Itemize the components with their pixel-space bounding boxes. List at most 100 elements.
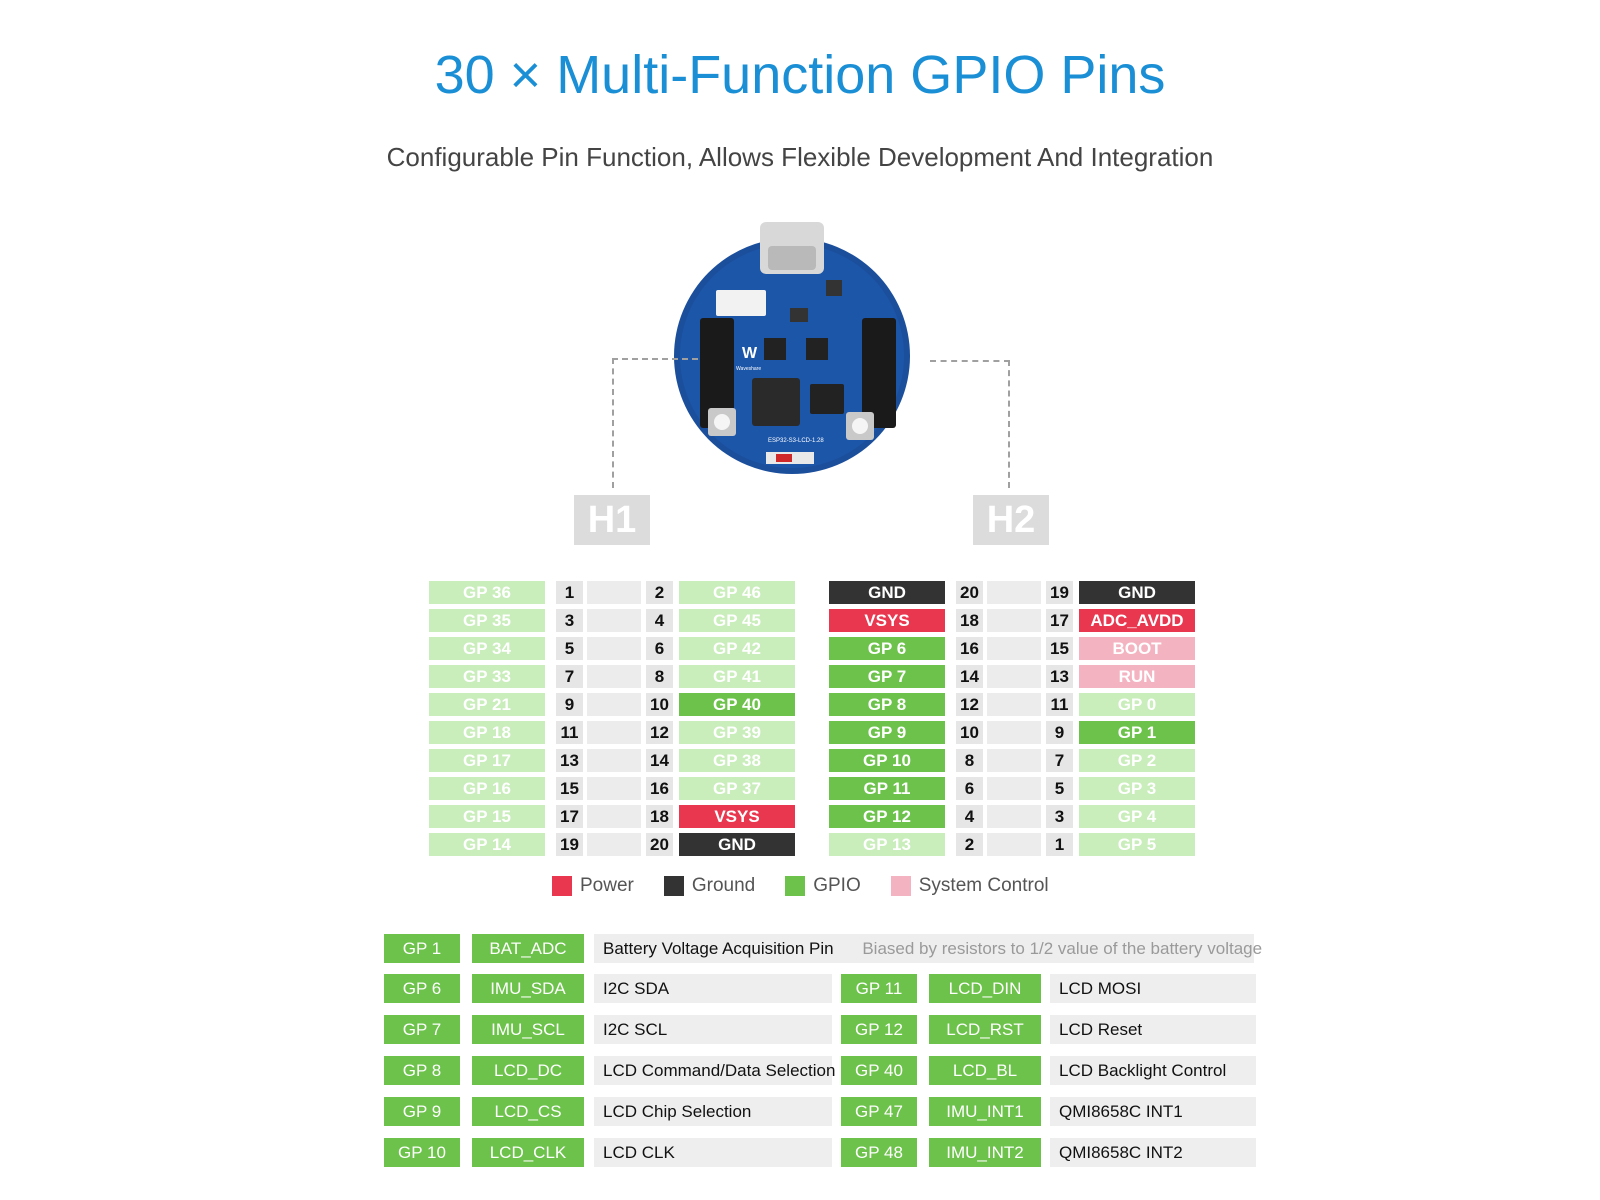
board-image: W Waveshare ESP32-S3-LCD-1.28 (674, 222, 910, 474)
h1-pin-number-right: 8 (646, 665, 673, 688)
h1-pin-number-left: 15 (556, 777, 583, 800)
h1-header-slot (587, 721, 641, 744)
h1-header-slot (587, 637, 641, 660)
h1-header-slot (587, 693, 641, 716)
h2-pin-number-right: 11 (1046, 693, 1073, 716)
h2-header-slot (987, 609, 1041, 632)
func-description: LCD Reset (1050, 1015, 1256, 1044)
h2-pin-label-right: GND (1079, 581, 1195, 604)
h1-pin-number-left: 11 (556, 721, 583, 744)
h1-pin-label-right: GP 46 (679, 581, 795, 604)
h1-pin-label-left: GP 33 (429, 665, 545, 688)
h2-pin-number-right: 3 (1046, 805, 1073, 828)
legend-label-ground: Ground (691, 875, 756, 896)
legend-swatch-system-control (890, 876, 911, 896)
func-description: Battery Voltage Acquisition Pin Biased b… (594, 934, 1262, 963)
h2-pin-number-left: 8 (956, 749, 983, 772)
h2-pin-label-right: BOOT (1079, 637, 1195, 660)
h2-header-slot (987, 777, 1041, 800)
h1-pin-number-left: 5 (556, 637, 583, 660)
h1-pin-number-left: 3 (556, 609, 583, 632)
svg-text:W: W (742, 345, 758, 362)
page-title: 30 × Multi-Function GPIO Pins (434, 45, 1166, 105)
func-signal: IMU_SDA (472, 974, 584, 1003)
h1-pin-label-right: GP 41 (679, 665, 795, 688)
h2-header-slot (987, 749, 1041, 772)
func-gp: GP 1 (384, 934, 460, 963)
h1-pin-number-right: 4 (646, 609, 673, 632)
h1-pin-label-right: GND (679, 833, 795, 856)
h1-pin-label-left: GP 17 (429, 749, 545, 772)
func-signal: LCD_BL (929, 1056, 1041, 1085)
h2-header-slot (987, 805, 1041, 828)
h2-header-slot (987, 637, 1041, 660)
func-description: LCD Backlight Control (1050, 1056, 1256, 1085)
h1-pin-number-left: 7 (556, 665, 583, 688)
h1-header-slot (587, 833, 641, 856)
h2-pin-label-left: GP 6 (829, 637, 945, 660)
func-gp: GP 12 (841, 1015, 917, 1044)
h1-pin-number-right: 2 (646, 581, 673, 604)
h2-pin-number-left: 2 (956, 833, 983, 856)
func-gp: GP 7 (384, 1015, 460, 1044)
h1-header-slot (587, 749, 641, 772)
h1-pin-number-left: 1 (556, 581, 583, 604)
h1-pin-number-right: 20 (646, 833, 673, 856)
legend: Power Ground GPIO System Control (552, 873, 1049, 899)
h1-leader (612, 358, 698, 488)
h2-pin-label-left: GP 7 (829, 665, 945, 688)
h2-pin-number-right: 5 (1046, 777, 1073, 800)
func-description: LCD Chip Selection (594, 1097, 832, 1126)
h2-pin-number-left: 20 (956, 581, 983, 604)
h2-pin-label-left: GP 13 (829, 833, 945, 856)
h2-header-slot (987, 833, 1041, 856)
svg-text:ESP32-S3-LCD-1.28: ESP32-S3-LCD-1.28 (768, 438, 824, 444)
legend-swatch-power (552, 876, 572, 896)
func-gp: GP 9 (384, 1097, 460, 1126)
h1-label: H1 (574, 495, 650, 545)
h2-pin-label-right: GP 1 (1079, 721, 1195, 744)
h2-pin-label-left: VSYS (829, 609, 945, 632)
h1-header-slot (587, 805, 641, 828)
func-gp: GP 47 (841, 1097, 917, 1126)
h2-pin-label-right: GP 4 (1079, 805, 1195, 828)
h2-pin-label-right: GP 5 (1079, 833, 1195, 856)
legend-label-power: Power (580, 875, 634, 896)
h1-pin-label-left: GP 15 (429, 805, 545, 828)
page-subtitle: Configurable Pin Function, Allows Flexib… (386, 142, 1214, 172)
h1-pin-number-right: 6 (646, 637, 673, 660)
h2-pin-number-right: 13 (1046, 665, 1073, 688)
header-h1 (700, 318, 734, 428)
h2-pin-number-left: 10 (956, 721, 983, 744)
h2-pin-label-left: GP 8 (829, 693, 945, 716)
h1-pin-label-left: GP 36 (429, 581, 545, 604)
func-signal: LCD_RST (929, 1015, 1041, 1044)
h2-pin-label-left: GP 12 (829, 805, 945, 828)
svg-text:Waveshare: Waveshare (736, 366, 761, 372)
h1-pin-label-right: GP 37 (679, 777, 795, 800)
func-description: I2C SCL (594, 1015, 832, 1044)
h1-pin-number-right: 10 (646, 693, 673, 716)
func-note: Biased by resistors to 1/2 value of the … (862, 939, 1263, 958)
h2-pin-label-left: GP 11 (829, 777, 945, 800)
h1-pin-label-left: GP 34 (429, 637, 545, 660)
h2-label: H2 (973, 495, 1049, 545)
h1-pin-label-left: GP 18 (429, 721, 545, 744)
h1-pin-label-left: GP 21 (429, 693, 545, 716)
h1-header-slot (587, 777, 641, 800)
func-gp: GP 8 (384, 1056, 460, 1085)
h1-pin-number-right: 14 (646, 749, 673, 772)
legend-label-system-control: System Control (918, 875, 1049, 896)
h2-pin-number-left: 4 (956, 805, 983, 828)
h2-leader (930, 360, 1010, 488)
h1-pin-label-right: GP 39 (679, 721, 795, 744)
h2-pin-label-right: RUN (1079, 665, 1195, 688)
h1-pin-number-right: 18 (646, 805, 673, 828)
h1-pin-label-right: VSYS (679, 805, 795, 828)
h2-header-slot (987, 693, 1041, 716)
h2-header-slot (987, 665, 1041, 688)
h1-header-slot (587, 609, 641, 632)
h1-header-slot (587, 581, 641, 604)
func-gp: GP 10 (384, 1138, 460, 1167)
h2-pin-number-left: 18 (956, 609, 983, 632)
